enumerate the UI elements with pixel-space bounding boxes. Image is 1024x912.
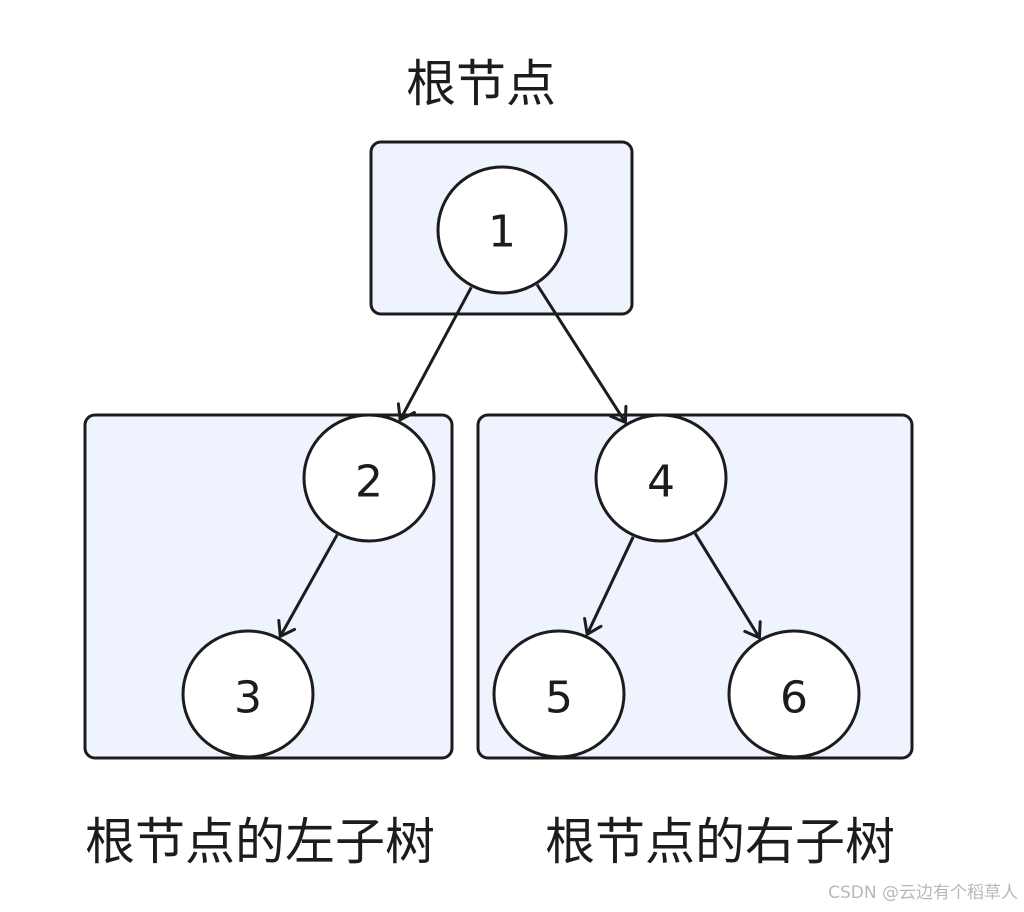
edge-1-4	[535, 283, 628, 424]
watermark-text: CSDN @云边有个稻草人	[828, 883, 1018, 903]
node-circle	[436, 165, 568, 295]
node-label: 4	[647, 457, 675, 508]
arrowhead	[277, 619, 297, 638]
edges	[277, 283, 762, 640]
node-circle	[727, 629, 861, 759]
node-label: 3	[234, 673, 262, 724]
arrowhead	[743, 620, 762, 640]
node-circle	[594, 413, 728, 543]
tree-node-3: 3	[181, 629, 315, 759]
right-subtree-caption: 根节点的右子树	[545, 813, 895, 871]
root-caption: 根节点	[406, 55, 556, 113]
tree-node-4: 4	[594, 413, 728, 543]
node-label: 5	[545, 673, 573, 724]
left-subtree-caption: 根节点的左子树	[85, 813, 435, 871]
arrowhead	[396, 402, 416, 422]
node-label: 2	[355, 457, 383, 508]
edge-line	[398, 286, 473, 421]
edge-line	[278, 533, 339, 638]
edge-1-2	[396, 286, 473, 422]
node-circle	[181, 629, 315, 759]
tree-node-6: 6	[727, 629, 861, 759]
node-label: 1	[488, 207, 516, 258]
arrowhead	[609, 404, 628, 424]
edge-line	[535, 283, 627, 424]
edge-4-6	[693, 532, 762, 640]
node-label: 6	[780, 673, 808, 724]
edge-line	[693, 532, 761, 639]
edge-4-5	[583, 536, 635, 636]
tree-node-2: 2	[302, 413, 436, 543]
node-circle	[302, 413, 436, 543]
edge-2-3	[277, 533, 339, 638]
tree-node-1: 1	[436, 165, 568, 295]
node-circle	[492, 629, 626, 759]
arrowhead	[583, 617, 603, 636]
edge-line	[585, 536, 635, 635]
tree-node-5: 5	[492, 629, 626, 759]
